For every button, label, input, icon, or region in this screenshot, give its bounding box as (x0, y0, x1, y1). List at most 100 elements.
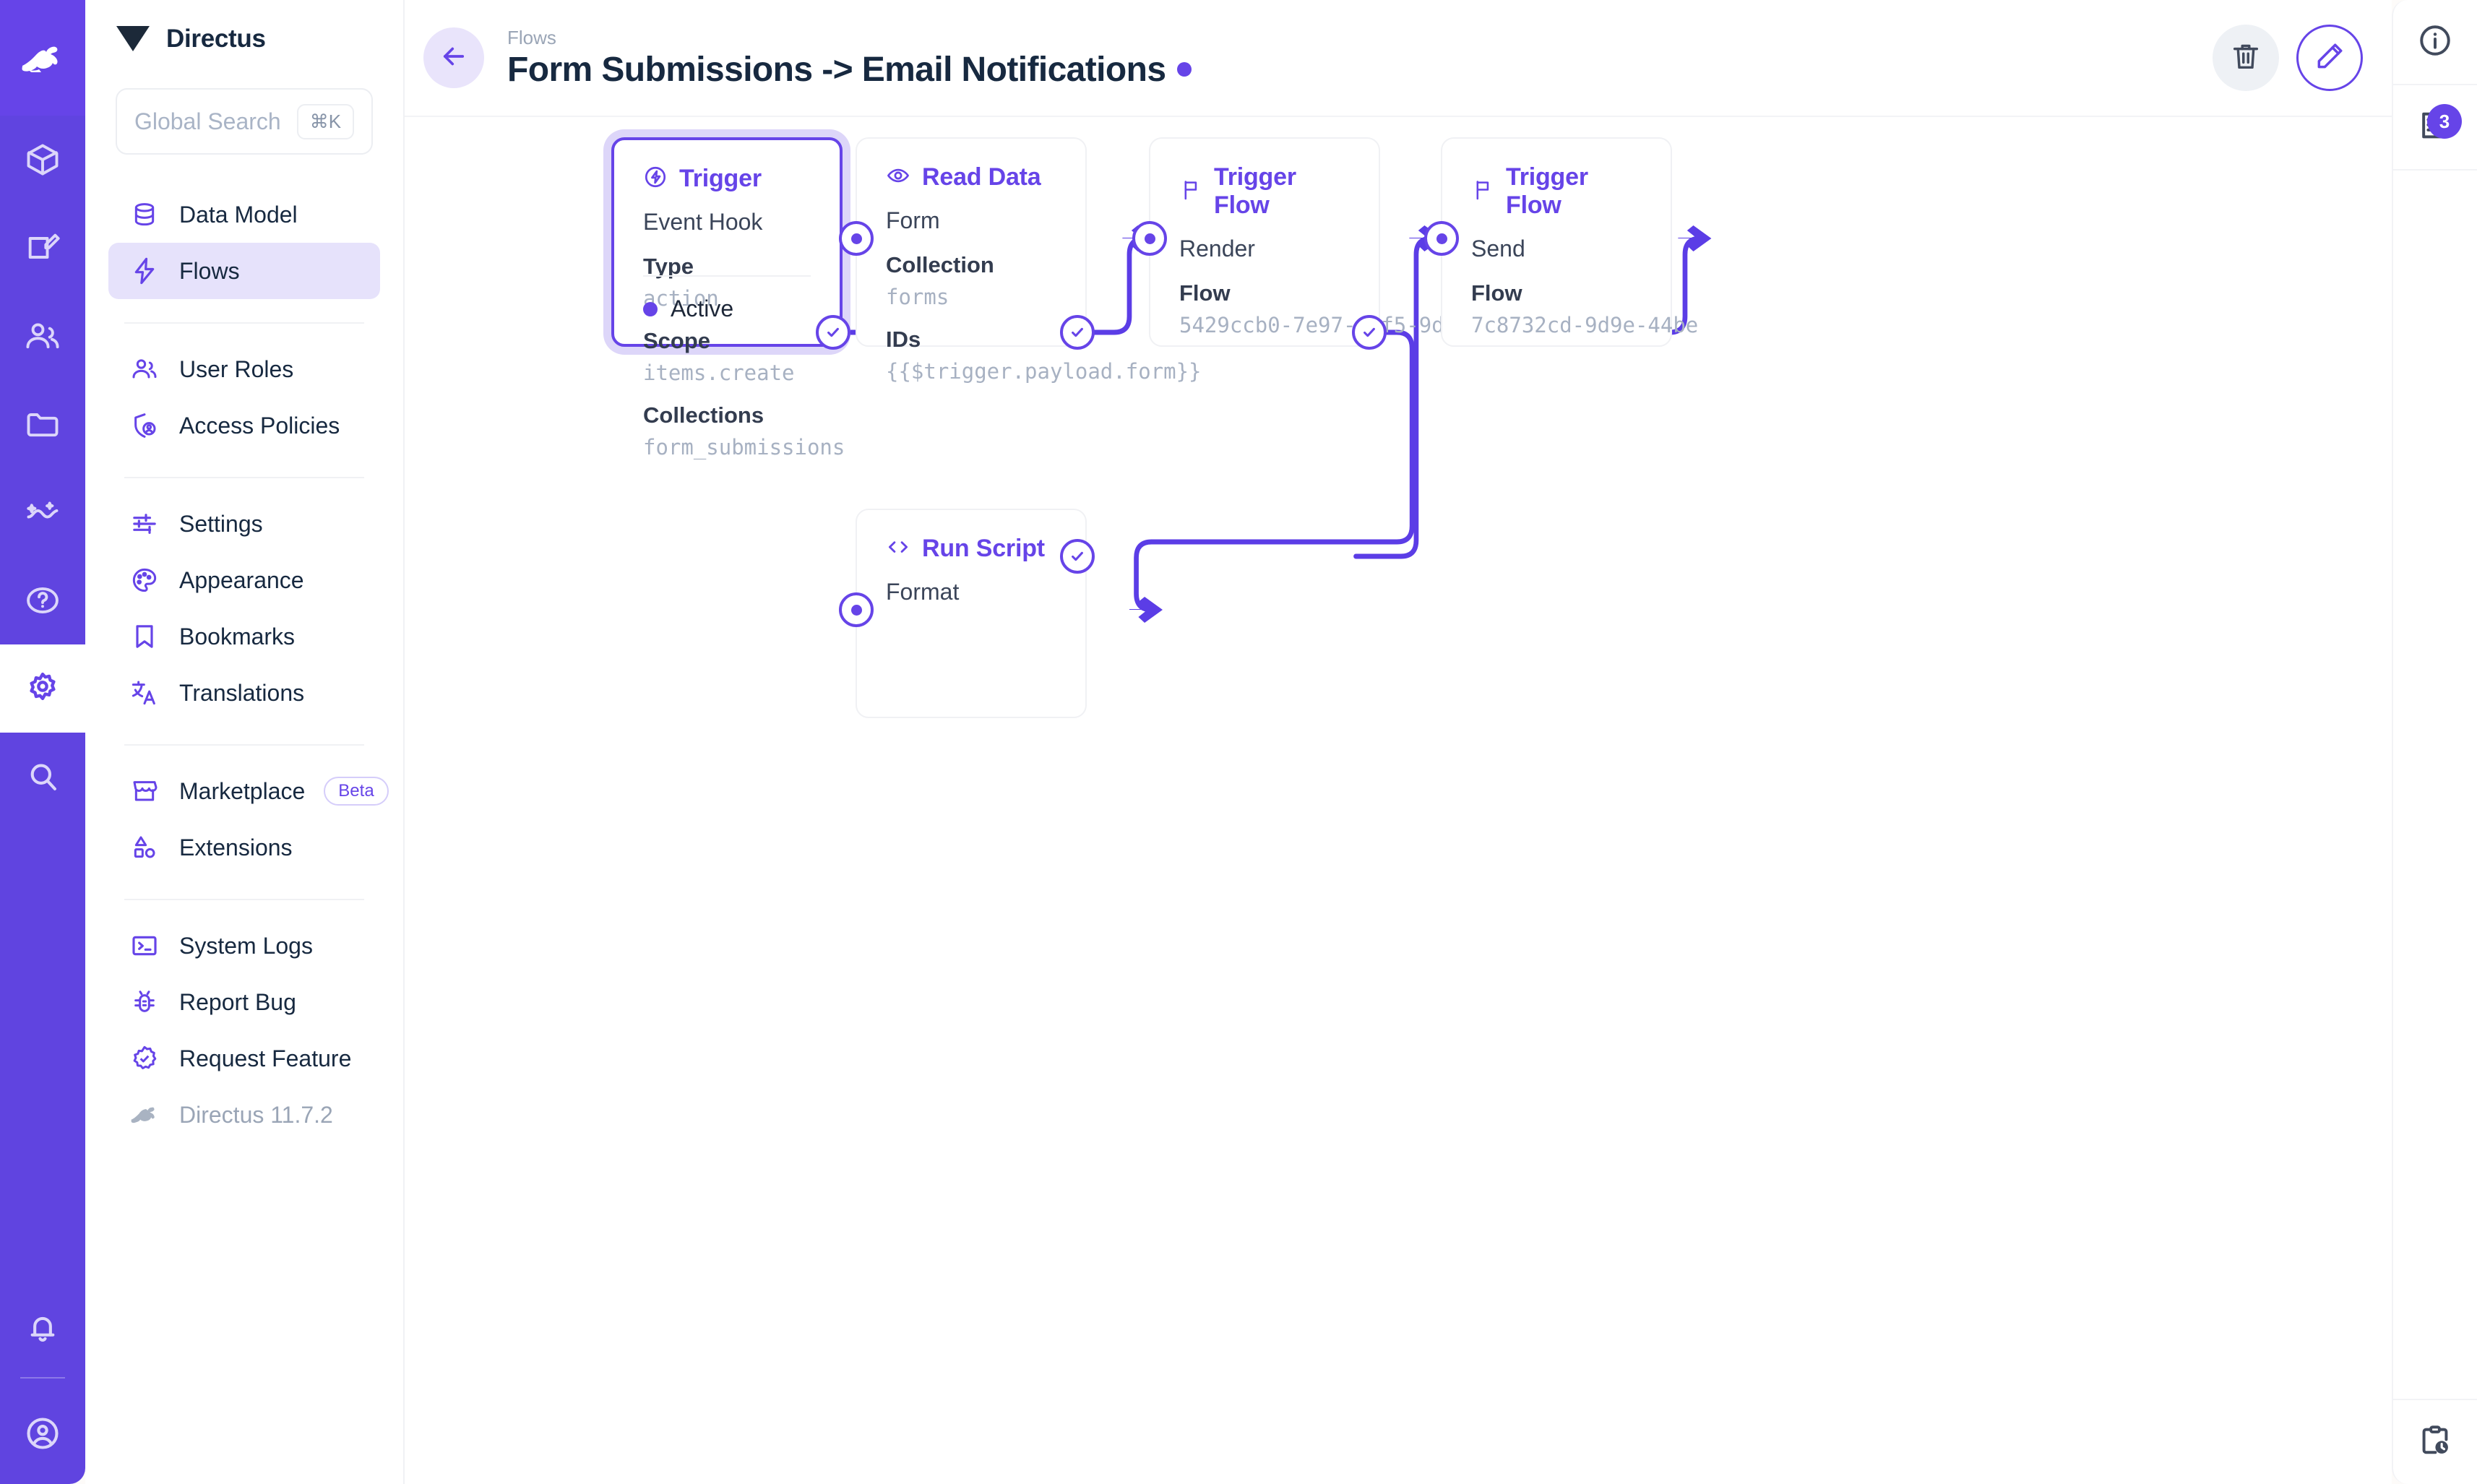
field-key: Type (643, 254, 694, 279)
field-value: items.create (643, 360, 795, 385)
sidebar-item-bookmarks[interactable]: Bookmarks (108, 608, 380, 665)
node-header: Trigger Flow (1150, 139, 1379, 220)
main-content: Flows Form Submissions -> Email Notifica… (405, 0, 2392, 1484)
sidebar-item-label: Bookmarks (179, 623, 296, 650)
sidebar-item-label: Translations (179, 679, 305, 706)
rail-item-logo[interactable] (0, 0, 85, 116)
sidebar-item-label: User Roles (179, 355, 294, 382)
flow-node-trigger-flow-send[interactable]: Trigger Flow Send Flow 7c8732cd-9d9e-44b… (1441, 137, 1699, 347)
flow-canvas[interactable]: Trigger Event Hook Type action Scope ite… (405, 117, 2392, 1484)
node-body: Render Flow 5429ccb0-7e97-4ef5-9d65-2b… (1150, 220, 1520, 340)
nav-divider (124, 322, 364, 324)
node-type-label: Trigger Flow (1214, 163, 1296, 219)
sidebar-item-version[interactable]: Directus 11.7.2 (108, 1087, 380, 1143)
nav-group-content: Data Model Flows (108, 186, 380, 315)
node-type-label: Run Script (922, 535, 1045, 562)
nav-sidebar: Directus Global Search ⌘K Data Model (85, 0, 405, 1484)
status-badge: Beta (324, 777, 389, 806)
sidebar-item-request-feature[interactable]: Request Feature (108, 1030, 380, 1087)
port-resolve-run-script[interactable] (1060, 539, 1095, 574)
rail-item-settings[interactable] (0, 644, 85, 733)
back-button[interactable] (423, 27, 484, 88)
flow-node-trigger-flow-render[interactable]: Trigger Flow Render Flow 5429ccb0-7e97-4… (1149, 137, 1520, 347)
divider (643, 275, 811, 277)
port-input-trigger-flow-render[interactable] (1132, 221, 1167, 256)
port-input-run-script[interactable] (839, 592, 874, 627)
rail-item-notifications[interactable] (0, 1285, 85, 1373)
node-type-label: Trigger (679, 165, 762, 192)
trash-icon (2229, 40, 2262, 77)
edit-square-icon (24, 229, 61, 267)
info-button[interactable] (2392, 0, 2477, 85)
port-dot-icon (850, 233, 862, 244)
sidebar-item-extensions[interactable]: Extensions (108, 819, 380, 876)
global-search-wrap: Global Search ⌘K (85, 78, 403, 155)
port-dot-icon (1436, 233, 1447, 244)
sidebar-item-label: Request Feature (179, 1045, 352, 1071)
node-type-label: Trigger Flow (1506, 163, 1588, 219)
rail-divider (20, 1377, 65, 1379)
sidebar-item-flows[interactable]: Flows (108, 243, 380, 299)
sidebar-item-system-logs[interactable]: System Logs (108, 918, 380, 974)
nav-group-access: User Roles Access Policies (108, 341, 380, 470)
field-key: Scope (643, 327, 711, 353)
node-body: Form Collection forms IDs {{$trigger.pay… (857, 191, 1202, 387)
sidebar-item-appearance[interactable]: Appearance (108, 552, 380, 608)
sidebar-item-access-policies[interactable]: Access Policies (108, 397, 380, 454)
flow-node-read-data[interactable]: Read Data Form Collection forms IDs {{$t… (856, 137, 1202, 384)
shapes-icon (129, 832, 160, 863)
node-header: Read Data (857, 139, 1085, 191)
field-key: IDs (886, 326, 921, 352)
nav-divider (124, 477, 364, 478)
field-value: 7c8732cd-9d9e-44be (1471, 312, 1699, 337)
page-title: Form Submissions -> Email Notifications (507, 50, 1166, 89)
search-input[interactable]: Global Search ⌘K (116, 88, 373, 155)
search-placeholder: Global Search (134, 108, 281, 134)
flow-node-trigger[interactable]: Trigger Event Hook Type action Scope ite… (611, 137, 845, 460)
sidebar-item-label: Settings (179, 510, 263, 537)
port-resolve-trigger[interactable] (816, 315, 850, 350)
sliders-icon (129, 508, 160, 540)
flow-logs-button[interactable] (2392, 1399, 2477, 1484)
rail-item-content[interactable] (0, 116, 85, 204)
port-resolve-trigger-flow-render[interactable] (1352, 315, 1387, 350)
notification-count-badge: 3 (2427, 104, 2462, 139)
field-value: form_submissions (643, 434, 845, 460)
sidebar-item-label: Marketplace (179, 777, 306, 804)
port-input-trigger-flow-send[interactable] (1424, 221, 1459, 256)
node-body: Event Hook Type action Scope items.creat… (614, 193, 845, 462)
breadcrumb[interactable]: Flows (507, 27, 556, 49)
topbar-actions (2213, 25, 2392, 91)
rail-item-files[interactable] (0, 380, 85, 468)
code-icon (886, 535, 910, 563)
port-resolve-read-data[interactable] (1060, 315, 1095, 350)
rail-item-users[interactable] (0, 292, 85, 380)
node-type-label: Read Data (922, 163, 1041, 191)
port-input-read-data[interactable] (839, 221, 874, 256)
delete-button[interactable] (2213, 25, 2279, 91)
sidebar-item-translations[interactable]: Translations (108, 665, 380, 721)
search-icon (24, 758, 61, 795)
sidebar-item-marketplace[interactable]: Marketplace Beta (108, 763, 389, 819)
sidebar-item-report-bug[interactable]: Report Bug (108, 974, 380, 1030)
rail-item-account[interactable] (0, 1383, 85, 1484)
arrow-left-icon (439, 41, 469, 75)
sidebar-item-user-roles[interactable]: User Roles (108, 341, 380, 397)
bug-icon (129, 986, 160, 1018)
flow-node-run-script[interactable]: Run Script Format (856, 509, 1087, 718)
edit-button[interactable] (2296, 25, 2363, 91)
bookmark-icon (129, 621, 160, 652)
rail-item-insights[interactable] (0, 468, 85, 556)
rail-item-search[interactable] (0, 733, 85, 821)
node-status: Active (643, 295, 811, 322)
activity-log-button[interactable]: 3 (2392, 85, 2477, 171)
title-row: Form Submissions -> Email Notifications (507, 50, 1192, 90)
node-subtitle: Format (886, 579, 960, 605)
node-header: Trigger (614, 140, 840, 193)
sidebar-item-data-model[interactable]: Data Model (108, 186, 380, 243)
rail-item-editor[interactable] (0, 204, 85, 292)
sidebar-item-label: Report Bug (179, 988, 296, 1015)
sidebar-item-settings[interactable]: Settings (108, 496, 380, 552)
rail-item-help[interactable] (0, 556, 85, 644)
